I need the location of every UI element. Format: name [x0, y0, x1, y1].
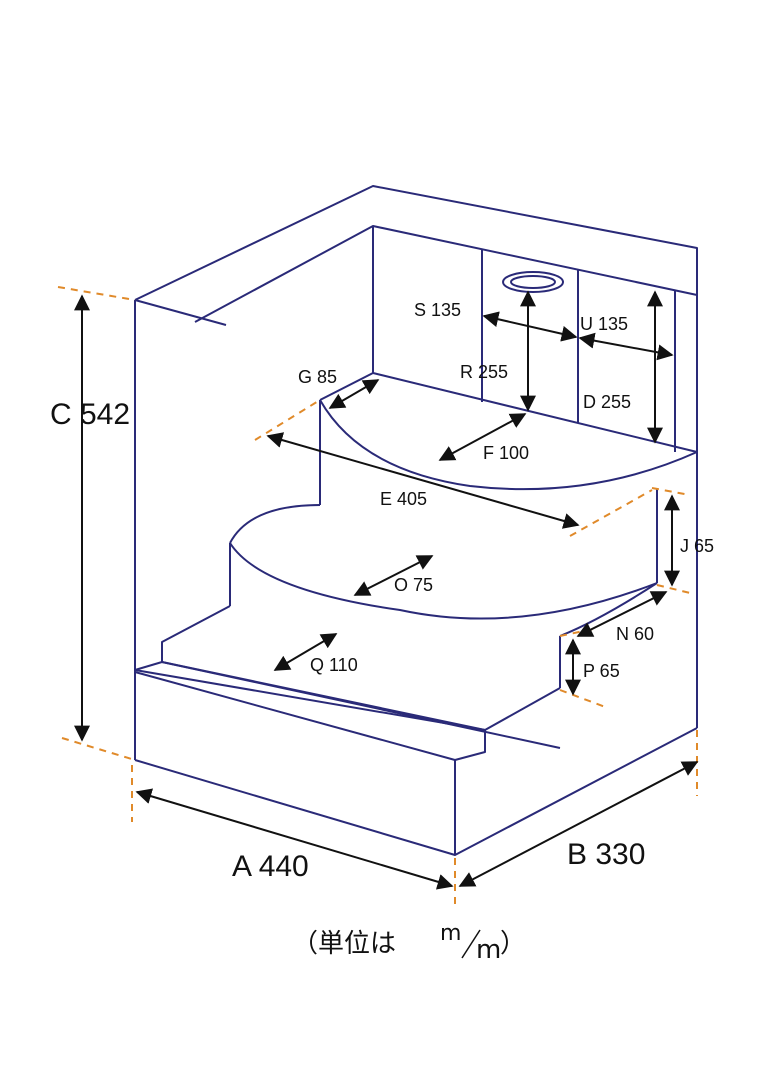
inner-rim-edge [134, 299, 227, 326]
unit-note: （単位は m m ） [292, 921, 526, 965]
label-a: A 440 [232, 850, 309, 883]
arrow-g [328, 379, 380, 409]
arrow-n [576, 591, 668, 637]
ext-c-top [57, 286, 136, 301]
lower-tread [161, 605, 561, 749]
tub-outline [134, 185, 698, 856]
label-j: J 65 [680, 536, 714, 556]
arrow-o [353, 555, 434, 596]
front-block-slant [134, 671, 456, 761]
dimension-labels: C 542 A 440 B 330 G 85 E 405 F 100 R 255… [50, 300, 714, 883]
ext-e-left [254, 399, 321, 441]
arrow-b [458, 761, 699, 887]
step-front-top [161, 661, 486, 731]
upper-tread-front-arc [229, 542, 658, 620]
label-n: N 60 [616, 624, 654, 644]
arrow-q [273, 633, 338, 671]
front-block-top [134, 669, 486, 761]
label-o: O 75 [394, 575, 433, 595]
label-s: S 135 [414, 300, 461, 320]
arrow-s [482, 311, 578, 342]
arrow-u [578, 332, 674, 361]
label-d: D 255 [583, 392, 631, 412]
label-r: R 255 [460, 362, 508, 382]
floor-back-edge [372, 372, 698, 453]
ext-c-bottom [61, 737, 136, 761]
ext-p-bottom [559, 689, 609, 709]
drain-oval-inner [510, 275, 556, 289]
step-lower-edge [484, 687, 561, 731]
label-q: Q 110 [310, 655, 358, 675]
ext-e-right [569, 489, 653, 537]
ext-j-top [651, 487, 691, 496]
label-p: P 65 [583, 661, 620, 681]
label-g: G 85 [298, 367, 337, 387]
unit-note-denominator: m [476, 935, 501, 965]
unit-note-numerator: m [440, 921, 461, 946]
dimension-arrows [74, 290, 699, 890]
arrow-f [438, 413, 527, 461]
unit-note-prefix: （単位は [292, 929, 396, 959]
label-u: U 135 [580, 314, 628, 334]
upper-tread-back-arc [229, 504, 321, 544]
arrow-e [266, 432, 580, 529]
label-c: C 542 [50, 398, 130, 431]
arrow-a [135, 788, 454, 890]
label-f: F 100 [483, 443, 529, 463]
label-b: B 330 [567, 838, 645, 871]
ext-j-bottom [656, 584, 691, 594]
front-block-bottom [134, 727, 698, 856]
front-block-top-edge [134, 661, 163, 671]
unit-note-suffix: ） [500, 929, 526, 959]
outer-rim [134, 185, 698, 728]
unit-note-slash [461, 929, 481, 959]
label-e: E 405 [380, 489, 427, 509]
